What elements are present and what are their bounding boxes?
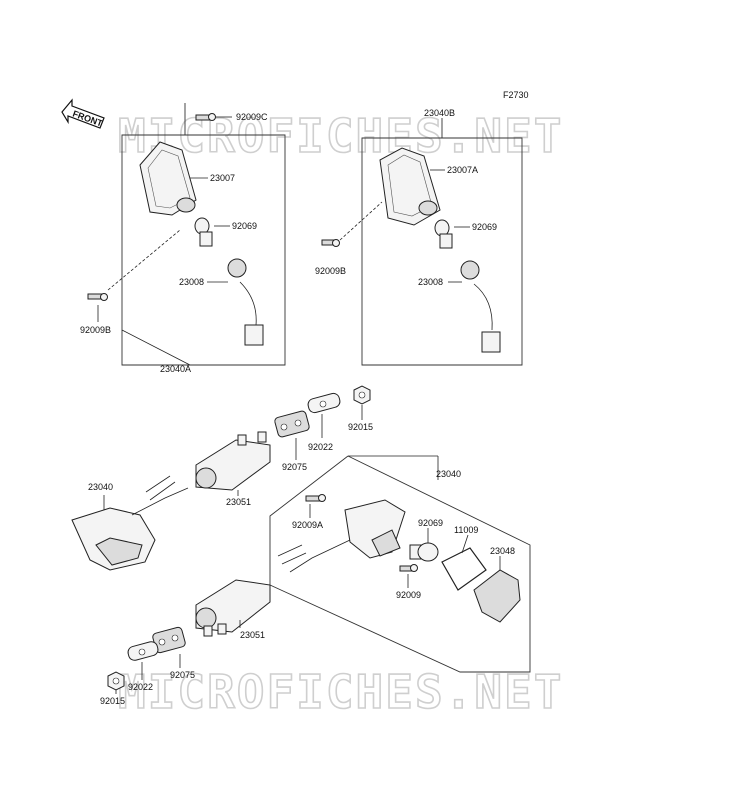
front-arrow-icon: FRONT bbox=[61, 98, 105, 129]
socket-23008-icon bbox=[227, 258, 264, 346]
label-23051-a: 23051 bbox=[226, 497, 251, 507]
label-23007A: 23007A bbox=[447, 165, 478, 175]
label-92075-b: 92075 bbox=[170, 670, 195, 680]
label-23008-b: 23008 bbox=[418, 277, 443, 287]
bracket-23051-b-icon bbox=[195, 579, 271, 637]
label-23048: 23048 bbox=[490, 546, 515, 556]
label-23008-a: 23008 bbox=[179, 277, 204, 287]
screw-92009B-icon bbox=[87, 293, 108, 301]
label-11009: 11009 bbox=[454, 525, 478, 535]
label-23040-right: 23040 bbox=[436, 469, 461, 479]
label-92009: 92009 bbox=[396, 590, 421, 600]
bracket-23051-icon bbox=[195, 431, 271, 491]
lens-23007A-icon bbox=[379, 147, 441, 226]
turn-signal-right-icon bbox=[277, 499, 406, 573]
assembly-23040A bbox=[87, 103, 286, 366]
label-23040B: 23040B bbox=[424, 108, 455, 118]
assembly-23040B bbox=[321, 118, 523, 366]
screw-92009C-icon bbox=[195, 113, 216, 121]
label-92015-b: 92015 bbox=[100, 696, 125, 706]
lens-23007-icon bbox=[139, 141, 197, 216]
figure-code: F2730 bbox=[503, 90, 529, 100]
bulb-92069-b-icon bbox=[434, 219, 453, 249]
turn-signal-left-icon bbox=[71, 475, 189, 571]
label-92069-a: 92069 bbox=[232, 221, 257, 231]
label-23051-b: 23051 bbox=[240, 630, 265, 640]
label-23040A: 23040A bbox=[160, 364, 191, 374]
screw-92009A-icon bbox=[305, 494, 326, 502]
label-23007: 23007 bbox=[210, 173, 235, 183]
watermark-top: MICROFICHES.NET bbox=[118, 109, 563, 163]
washer-92022-b-icon bbox=[127, 641, 159, 661]
label-92075-a: 92075 bbox=[282, 462, 307, 472]
gasket-11009-icon bbox=[441, 547, 487, 591]
label-92009B-b: 92009B bbox=[315, 266, 346, 276]
label-92009B-a: 92009B bbox=[80, 325, 111, 335]
bulb-92069-icon bbox=[194, 217, 213, 247]
label-92022-b: 92022 bbox=[128, 682, 153, 692]
screw-92009-icon bbox=[399, 564, 418, 572]
nut-92015-b-icon bbox=[107, 671, 125, 691]
lens-23048-icon bbox=[473, 569, 521, 623]
label-92015-a: 92015 bbox=[348, 422, 373, 432]
label-92009C: 92009C bbox=[236, 112, 268, 122]
grommet-92075-icon bbox=[274, 410, 310, 438]
bulb-92069-c-icon bbox=[409, 542, 439, 562]
label-92069-c: 92069 bbox=[418, 518, 443, 528]
label-92009A: 92009A bbox=[292, 520, 323, 530]
washer-92022-icon bbox=[307, 392, 341, 414]
nut-92015-icon bbox=[353, 385, 371, 405]
screw-92009B-b-icon bbox=[321, 239, 340, 247]
watermark-bottom: MICROFICHES.NET bbox=[118, 665, 563, 719]
label-92022-a: 92022 bbox=[308, 442, 333, 452]
label-23040-left: 23040 bbox=[88, 482, 113, 492]
label-92069-b: 92069 bbox=[472, 222, 497, 232]
socket-23008-b-icon bbox=[460, 260, 501, 353]
